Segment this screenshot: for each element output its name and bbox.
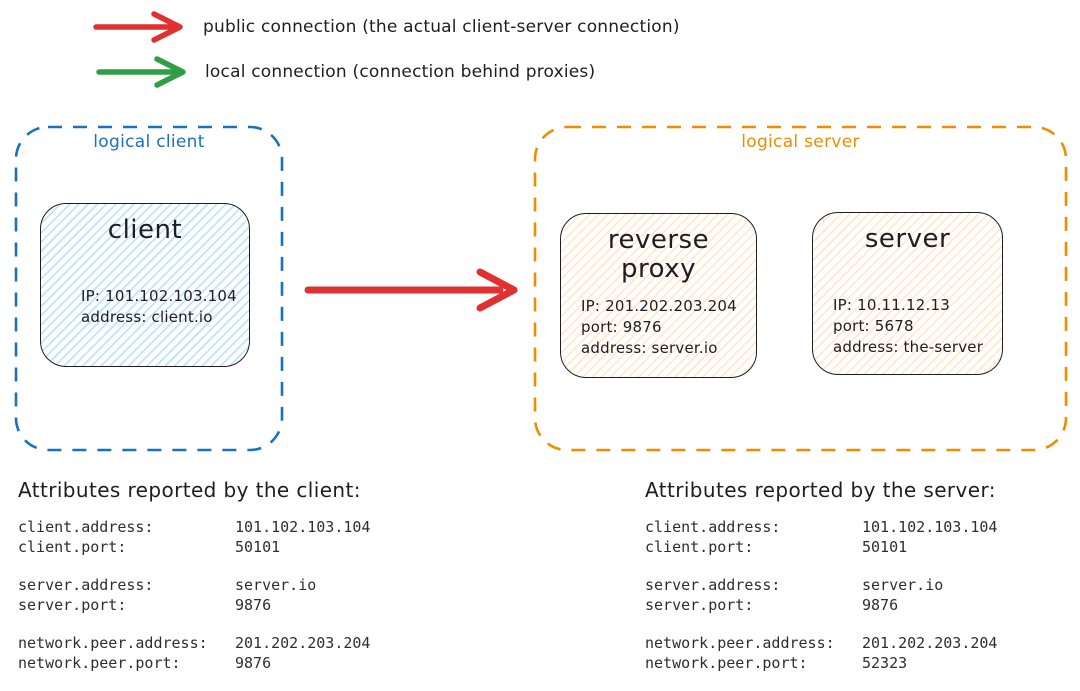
logical-server-dashed-border	[533, 125, 1068, 452]
attribute-row: network.peer.port: 52323	[645, 653, 1077, 673]
server-node-address: address: the-server	[833, 338, 984, 356]
reverse-proxy-node-address: address: server.io	[581, 339, 718, 357]
attribute-row: client.address: 101.102.103.104	[645, 517, 1077, 537]
client-attributes-panel: Attributes reported by the client: clien…	[18, 478, 450, 691]
attribute-group: server.address: server.io server.port: 9…	[18, 575, 450, 615]
attribute-group: network.peer.address: 201.202.203.204 ne…	[18, 633, 450, 673]
client-node: client IP: 101.102.103.104 address: clie…	[40, 203, 250, 367]
attribute-group: client.address: 101.102.103.104 client.p…	[645, 517, 1077, 557]
attribute-key: client.port:	[645, 538, 754, 556]
attribute-row: server.port: 9876	[18, 595, 450, 615]
attribute-value: 50101	[235, 538, 281, 556]
logical-client-group: logical client client IP: 101.102.103.10…	[14, 125, 284, 452]
client-attributes-heading: Attributes reported by the client:	[18, 478, 361, 502]
server-attributes-panel: Attributes reported by the server: clien…	[645, 478, 1077, 691]
attribute-value: server.io	[862, 576, 944, 594]
attribute-value: 101.102.103.104	[235, 518, 371, 536]
server-node-ip: IP: 10.11.12.13	[833, 296, 950, 314]
attribute-row: client.port: 50101	[645, 537, 1077, 557]
attribute-key: server.address:	[645, 576, 781, 594]
attribute-key: network.peer.address:	[645, 634, 835, 652]
attribute-row: server.address: server.io	[645, 575, 1077, 595]
server-node-port: port: 5678	[833, 317, 914, 335]
attribute-value: 9876	[862, 596, 899, 614]
logical-server-label: logical server	[741, 132, 860, 152]
attribute-value: 50101	[862, 538, 908, 556]
attribute-row: client.address: 101.102.103.104	[18, 517, 450, 537]
server-node-details: IP: 10.11.12.13 port: 5678 address: the-…	[813, 295, 1002, 358]
logical-server-group: logical server reverse proxy IP: 201.202…	[533, 125, 1068, 452]
client-node-details: IP: 101.102.103.104 address: client.io	[41, 286, 249, 328]
reverse-proxy-node: reverse proxy IP: 201.202.203.204 port: …	[560, 213, 757, 378]
local-connection-legend-label: local connection (connection behind prox…	[205, 62, 596, 82]
attribute-group: client.address: 101.102.103.104 client.p…	[18, 517, 450, 557]
attribute-row: network.peer.address: 201.202.203.204	[18, 633, 450, 653]
attribute-value: 101.102.103.104	[862, 518, 998, 536]
attribute-row: client.port: 50101	[18, 537, 450, 557]
attribute-key: network.peer.address:	[18, 634, 208, 652]
server-attributes-heading: Attributes reported by the server:	[645, 478, 996, 502]
public-connection-legend-label: public connection (the actual client-ser…	[203, 17, 680, 37]
attribute-key: server.port:	[18, 596, 127, 614]
attribute-group: server.address: server.io server.port: 9…	[645, 575, 1077, 615]
attribute-value: 201.202.203.204	[235, 634, 371, 652]
attribute-row: server.port: 9876	[645, 595, 1077, 615]
attribute-value: 52323	[862, 654, 908, 672]
attribute-row: network.peer.address: 201.202.203.204	[645, 633, 1077, 653]
attribute-key: client.address:	[18, 518, 154, 536]
attribute-value: server.io	[235, 576, 317, 594]
attribute-key: server.port:	[645, 596, 754, 614]
attribute-row: server.address: server.io	[18, 575, 450, 595]
attribute-value: 9876	[235, 654, 272, 672]
attribute-row: network.peer.port: 9876	[18, 653, 450, 673]
public-connection-arrow-icon	[93, 11, 183, 43]
reverse-proxy-node-title: reverse proxy	[607, 225, 710, 285]
client-node-title: client	[107, 215, 183, 245]
local-connection-arrow-icon	[96, 56, 186, 88]
reverse-proxy-node-port: port: 9876	[581, 318, 662, 336]
attribute-value: 201.202.203.204	[862, 634, 998, 652]
attribute-key: network.peer.port:	[645, 654, 808, 672]
attribute-value: 9876	[235, 596, 272, 614]
client-node-ip: IP: 101.102.103.104	[81, 287, 237, 305]
attribute-key: server.address:	[18, 576, 154, 594]
reverse-proxy-node-details: IP: 201.202.203.204 port: 9876 address: …	[561, 296, 756, 359]
logical-client-dashed-border	[14, 125, 284, 452]
client-to-server-arrow-icon	[304, 268, 518, 312]
client-node-address: address: client.io	[81, 308, 213, 326]
attribute-group: network.peer.address: 201.202.203.204 ne…	[645, 633, 1077, 673]
logical-client-label: logical client	[93, 132, 205, 152]
attribute-key: network.peer.port:	[18, 654, 181, 672]
attribute-key: client.address:	[645, 518, 781, 536]
attribute-key: client.port:	[18, 538, 127, 556]
reverse-proxy-node-ip: IP: 201.202.203.204	[581, 297, 737, 315]
server-node: server IP: 10.11.12.13 port: 5678 addres…	[812, 212, 1003, 375]
server-node-title: server	[864, 224, 951, 254]
